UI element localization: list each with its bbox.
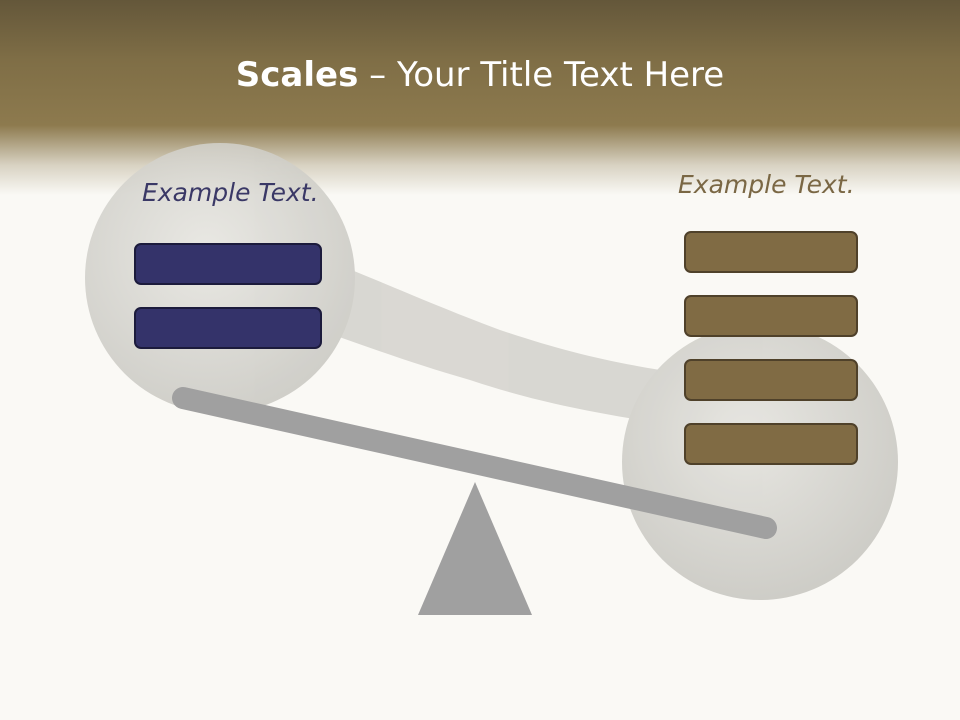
title-rest: – Your Title Text Here: [358, 55, 725, 95]
right-example-text: Example Text.: [678, 170, 855, 199]
right-box-3: [684, 359, 858, 401]
seesaw-beam: [172, 387, 777, 539]
left-example-text: Example Text.: [142, 178, 319, 207]
left-box-1: [134, 243, 322, 285]
left-box-2: [134, 307, 322, 349]
slide-title: Scales – Your Title Text Here: [0, 52, 960, 98]
right-box-4: [684, 423, 858, 465]
title-bold: Scales: [235, 55, 359, 95]
right-box-1: [684, 231, 858, 273]
right-box-2: [684, 295, 858, 337]
seesaw-fulcrum: [418, 482, 532, 615]
